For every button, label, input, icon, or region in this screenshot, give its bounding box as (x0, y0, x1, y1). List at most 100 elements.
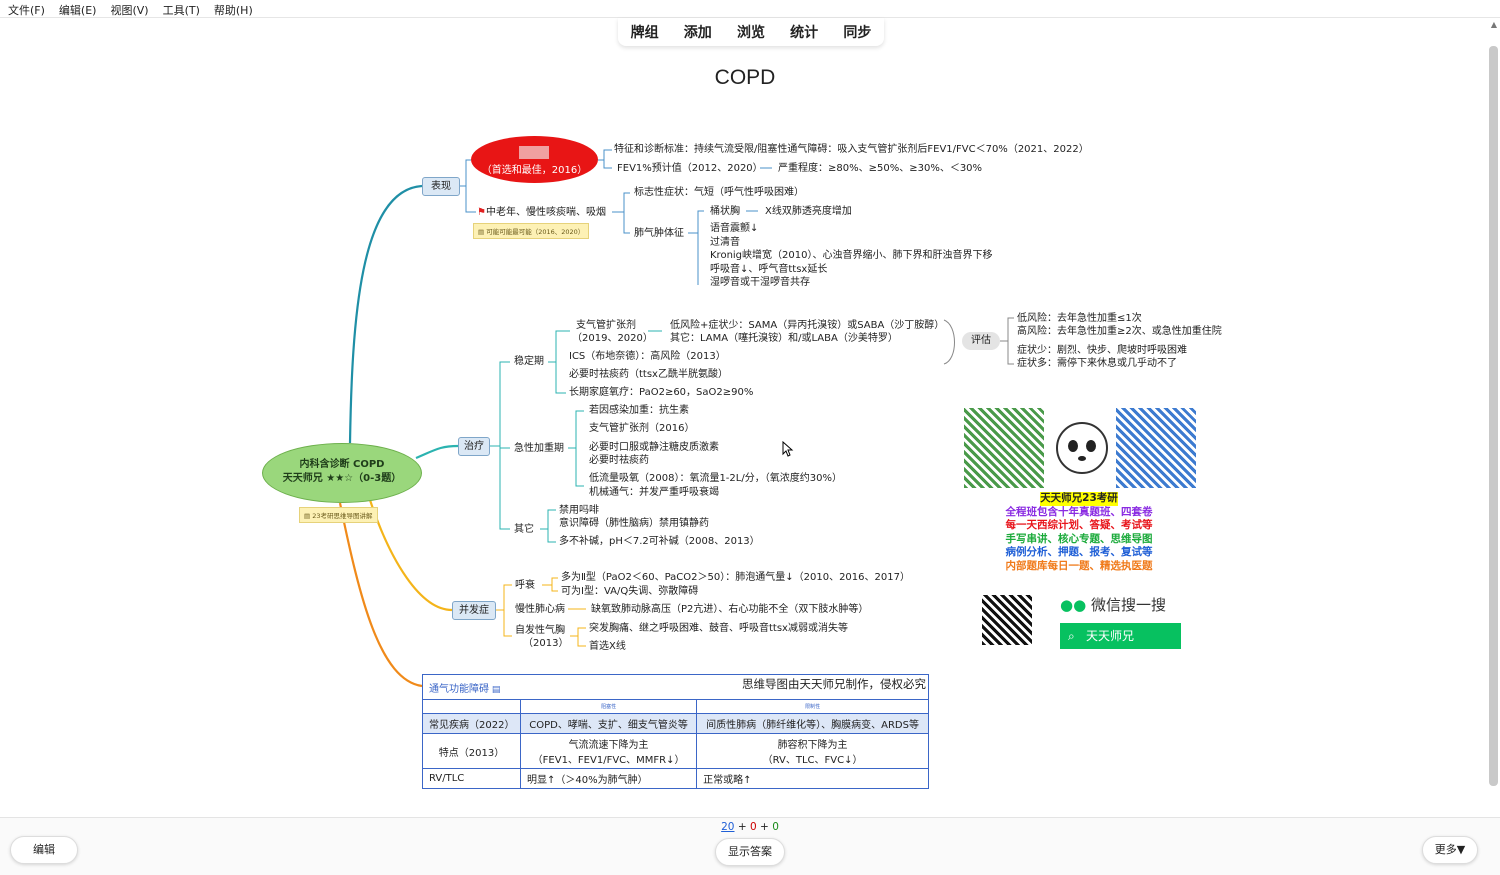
elderly-node[interactable]: ⚑中老年、慢性咳痰喘、吸烟 (477, 206, 606, 219)
bronchodilator-line1: 支气管扩张剂 (576, 320, 636, 331)
pneumothorax-line1: 自发性气胸 (515, 625, 565, 636)
promo-line: 内部题库每日一题、精选执医题 (1005, 559, 1153, 572)
home-oxygen: 长期家庭氧疗：PaO2≥60，SaO2≥90% (569, 387, 754, 398)
acute-phase: 急性加重期 (514, 443, 564, 454)
table-note-icon[interactable]: ▤ (489, 684, 501, 695)
eval-4: 症状多：需停下来休息或几乎动不了 (1017, 358, 1177, 369)
resp-failure: 呼衰 (515, 580, 535, 591)
promo-line: 手写串讲、核心专题、思维导图 (1005, 532, 1153, 545)
elderly-text: 中老年、慢性咳痰喘、吸烟 (485, 207, 606, 218)
panda-icon (1056, 422, 1108, 474)
acute-1: 若因感染加重：抗生素 (589, 405, 689, 416)
sign-5: 湿啰音或干湿啰音共存 (710, 277, 810, 288)
central-line1: 内科含诊断 COPD (299, 459, 385, 470)
promo-title: 天天师兄23考研 (1040, 492, 1118, 506)
central-note[interactable]: ▤ 23考研思维导图讲解 (299, 507, 378, 523)
bottom-bar: 编辑 20 + 0 + 0 显示答案 更多▼ (0, 817, 1500, 875)
resp-2: 可为Ⅰ型：VA/Q失调、弥散障碍 (561, 586, 699, 597)
qr-code-black (982, 595, 1032, 645)
other-phase: 其它 (514, 524, 534, 535)
edit-button[interactable]: 编辑 (10, 836, 78, 864)
count-learn: 0 (750, 821, 757, 833)
other-drugs: 其它：LAMA（噻托溴铵）和/或LABA（沙美特罗） (670, 333, 898, 344)
count-new: 20 (721, 821, 735, 833)
sign-1: 语音震颤↓ (710, 223, 759, 234)
expectorant: 必要时祛痰药（ttsx乙酰半胱氨酸） (569, 369, 728, 380)
menu-help[interactable]: 帮助(H) (213, 4, 253, 17)
other-3: 多不补碱，pH＜7.2可补碱（2008、2013） (559, 536, 760, 547)
table-row2-key: 特点（2013） (422, 733, 521, 769)
eval-2: 高风险：去年急性加重≥2次、或急性加重住院 (1017, 326, 1222, 337)
menu-tools[interactable]: 工具(T) (162, 4, 200, 17)
ptx-2: 首选X线 (589, 641, 626, 652)
qr-code-blue (1116, 408, 1196, 488)
central-node[interactable]: 内科含诊断 COPD 天天师兄 ★★☆（0-3题） (262, 443, 422, 503)
central-line2: 天天师兄 ★★☆（0-3题） (282, 473, 402, 484)
acute-2: 支气管扩张剂（2016） (589, 423, 695, 434)
other-1: 禁用吗啡 (559, 505, 599, 516)
table-row2-b: 肺容积下降为主 (777, 740, 848, 751)
promo-line: 全程班包含十年真题班、四套卷 (1005, 505, 1153, 518)
severity: 严重程度：≥80%、≥50%、≥30%、＜30% (778, 163, 983, 174)
wechat-search-label: ●● 微信搜一搜 (1060, 594, 1166, 615)
acute-3: 必要时口服或静注糖皮质激素 (589, 442, 719, 453)
branch-zhiliao[interactable]: 治疗 (458, 437, 490, 456)
fev1-predicted: FEV1%预计值（2012、2020） (617, 163, 763, 174)
eval-node[interactable]: 评估 (962, 332, 1000, 350)
promo-line: 病例分析、押题、报考、复试等 (1005, 546, 1153, 558)
plus-sign: + (737, 821, 747, 833)
menu-edit[interactable]: 编辑(E) (58, 4, 97, 17)
barrel-chest: 桶状胸 (710, 206, 740, 217)
top-nav: 牌组 添加 浏览 统计 同步 (618, 18, 884, 46)
diag-criteria: 特征和诊断标准：持续气流受限/阻塞性通气障碍：吸入支气管扩张剂后FEV1/FVC… (614, 144, 1089, 155)
central-note-text: 23考研思维导图讲解 (312, 512, 373, 520)
flag-icon: ⚑ (477, 207, 486, 218)
wechat-search-button[interactable]: ⌕ 天天师兄 (1060, 623, 1181, 649)
emphysema-signs: 肺气肿体征 (634, 228, 684, 239)
resp-1: 多为Ⅱ型（PaO2＜60、PaCO2＞50）：肺泡通气量↓（2010、2016、… (561, 572, 910, 583)
more-button[interactable]: 更多▼ (1422, 836, 1478, 864)
ellipse-subtext: （首选和最佳，2016） (481, 165, 588, 176)
cor-1: 缺氧致肺动脉高压（P2亢进）、右心功能不全（双下肢水肿等） (591, 604, 869, 615)
nav-stats[interactable]: 统计 (790, 25, 819, 41)
vertical-scrollbar[interactable] (1489, 46, 1498, 786)
menu-file[interactable]: 文件(F) (8, 4, 45, 17)
table-row1-a: COPD、哮喘、支扩、细支气管炎等 (519, 713, 698, 734)
nav-decks[interactable]: 牌组 (630, 25, 659, 41)
promo-block: 天天师兄23考研 全程班包含十年真题班、四套卷每一天西综计划、答疑、考试等手写串… (1002, 492, 1156, 573)
nav-add[interactable]: 添加 (683, 25, 712, 41)
table-row2-a2: （FEV1、FEV1/FVC、MMFR↓） (532, 755, 685, 766)
acute-6: 机械通气：并发严重呼吸衰竭 (589, 487, 719, 498)
table-row2-b2: （RV、TLC、FVC↓） (762, 755, 863, 766)
search-icon: ⌕ (1068, 629, 1075, 643)
show-answer-button[interactable]: 显示答案 (715, 838, 785, 866)
ics: ICS（布地奈德）：高风险（2013） (569, 351, 726, 362)
red-highlight-node[interactable]: （首选和最佳，2016） (471, 136, 598, 183)
ventilation-table: 通气功能障碍 ▤ 思维导图由天天师兄制作，侵权必究 阻塞性 限制性 常见疾病（2… (422, 674, 929, 789)
wechat-name: 天天师兄 (1086, 629, 1135, 643)
branch-bingfazheng[interactable]: 并发症 (452, 601, 496, 620)
eval-1: 低风险：去年急性加重≤1次 (1017, 313, 1142, 324)
pneumothorax-line2: （2013） (523, 638, 569, 649)
low-risk-drugs: 低风险+症状少：SAMA（异丙托溴铵）或SABA（沙丁胺醇） (670, 320, 945, 331)
nav-sync[interactable]: 同步 (843, 25, 872, 41)
table-col2: 限制性 (696, 699, 929, 714)
table-row1-key: 常见疾病（2022） (422, 713, 521, 734)
table-row2-a: 气流流速下降为主 (568, 740, 649, 751)
scroll-up-icon[interactable]: ▲ (1490, 20, 1498, 29)
menu-view[interactable]: 视图(V) (110, 4, 149, 17)
promo-lines: 全程班包含十年真题班、四套卷每一天西综计划、答疑、考试等手写串讲、核心专题、思维… (1002, 506, 1156, 574)
sign-3: Kronig峡增宽（2010）、心浊音界缩小、肺下界和肝浊音界下移 (710, 250, 993, 261)
note-icon: ▤ (304, 512, 313, 520)
branch-biaoxian[interactable]: 表现 (422, 177, 460, 196)
table-empty-head (422, 699, 521, 714)
table-row1-b: 间质性肺病（肺纤维化等）、胸膜病变、ARDS等 (696, 713, 929, 734)
masked-text (519, 146, 549, 159)
table-row3-b: 正常或略↑ (696, 768, 929, 789)
wechat-icon: ●● (1060, 596, 1091, 614)
mouse-cursor-icon (782, 441, 794, 457)
table-row3-key: RV/TLC (422, 768, 521, 789)
elderly-note[interactable]: ▤ 可能可能最可能（2016、2020） (473, 223, 590, 239)
nav-browse[interactable]: 浏览 (736, 25, 765, 41)
count-review: 0 (772, 821, 779, 833)
